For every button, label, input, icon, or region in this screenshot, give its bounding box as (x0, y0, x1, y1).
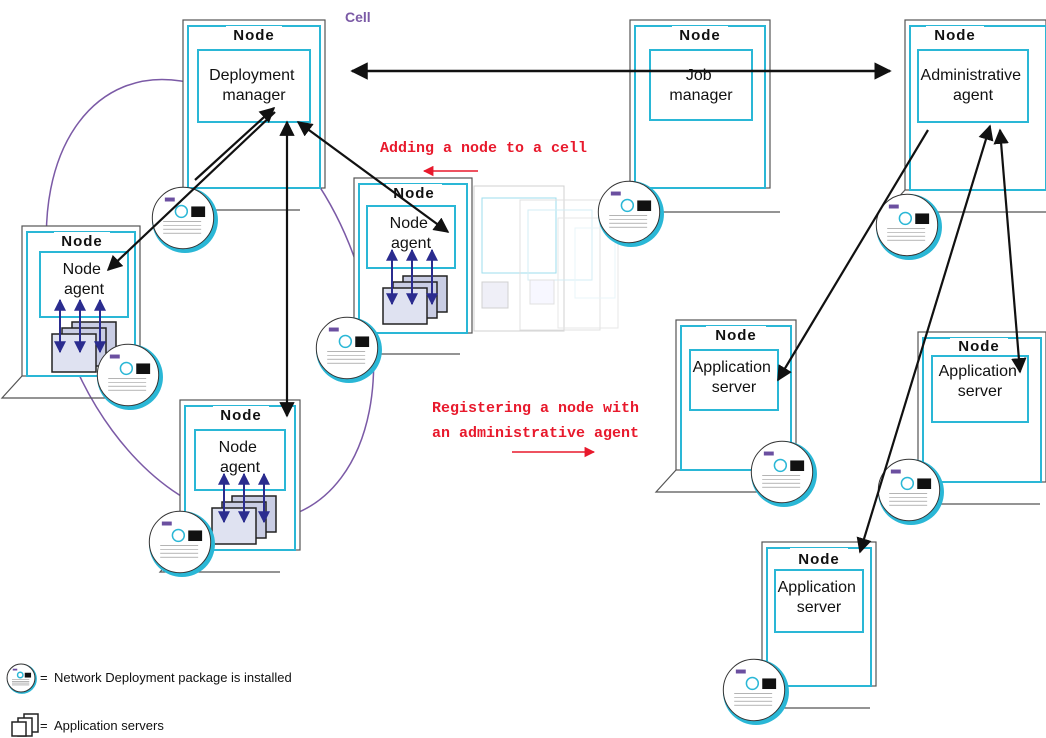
node-job-manager: Node Job manager (608, 19, 780, 213)
cd-icon (597, 180, 664, 247)
cd-icon (6, 663, 37, 694)
app-server-mid-label: Application server (693, 359, 776, 396)
cd-icon (315, 316, 382, 383)
node-administrative-agent: Node Administrative agent (883, 19, 1046, 213)
node-header: Node (798, 551, 840, 568)
registering-text-line1: Registering a node with (432, 400, 639, 417)
annotation-registering-node: Registering a node with an administrativ… (432, 400, 639, 458)
cd-icon (722, 658, 789, 725)
connection-arrows (106, 62, 1027, 554)
node-header: Node (393, 185, 435, 202)
cd-icon (148, 510, 215, 577)
legend: = Network Deployment package is installe… (6, 663, 292, 737)
legend-app-servers-text: Application servers (54, 718, 164, 733)
nd-package-cd-icons (96, 180, 944, 725)
administrative-agent-label: Administrative agent (921, 67, 1026, 104)
app-server-bottom-label: Application server (778, 579, 861, 616)
node-agent-left-label: Node agent (63, 261, 106, 298)
node-agent-bottom: Node Node agent (158, 399, 301, 573)
node-app-server-bottom: Node Application server (740, 541, 877, 709)
legend-app-servers-icon (11, 713, 39, 737)
deployment-manager-label: Deployment manager (209, 67, 299, 104)
cell-label: Cell (345, 9, 371, 25)
node-agent-bottom-label: Node agent (219, 439, 262, 476)
annotation-adding-node: Adding a node to a cell (380, 140, 587, 177)
cd-icon (875, 193, 942, 260)
legend-cd-icon (6, 663, 37, 694)
node-deployment-manager: Node Deployment manager (158, 19, 326, 211)
adding-node-text: Adding a node to a cell (380, 140, 587, 157)
node-header: Node (220, 407, 262, 424)
node-header: Node (233, 27, 275, 44)
cd-icon (750, 440, 817, 507)
legend-equals: = (40, 670, 48, 685)
node-header: Node (958, 338, 1000, 355)
ghost-nodes (473, 185, 619, 332)
node-header: Node (715, 327, 757, 344)
node-header: Node (679, 27, 721, 44)
cd-icon (877, 458, 944, 525)
cd-icon (96, 343, 163, 410)
legend-equals: = (40, 718, 48, 733)
registering-text-line2: an administrative agent (432, 425, 639, 442)
cd-icon (151, 186, 218, 253)
node-header: Node (61, 233, 103, 250)
node-header: Node (934, 27, 976, 44)
legend-nd-package-text: Network Deployment package is installed (54, 670, 292, 685)
